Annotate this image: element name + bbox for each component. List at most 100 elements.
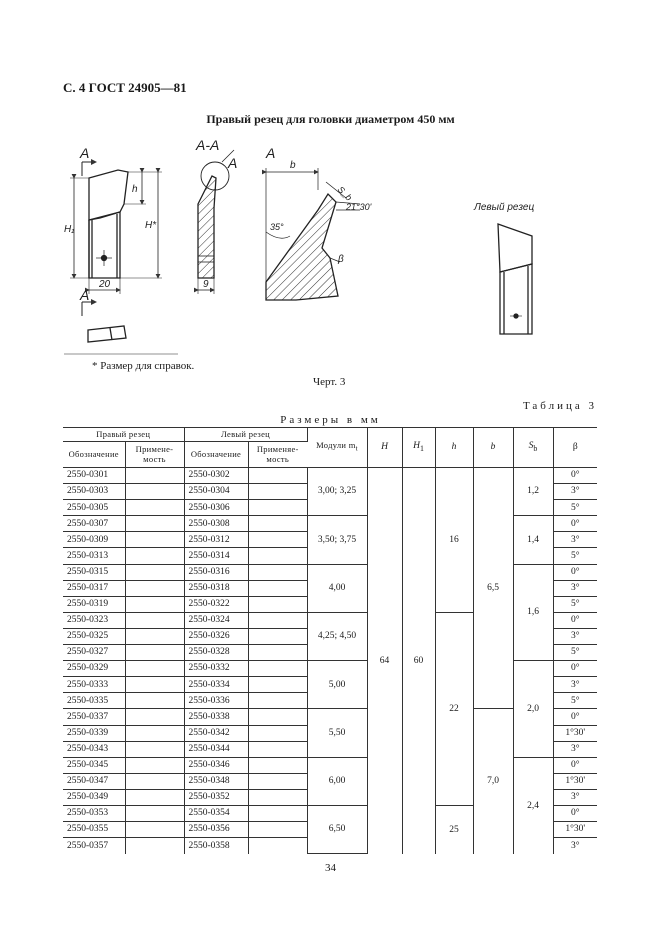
cell-right-applicability: [125, 837, 185, 854]
cell-right-applicability: [125, 805, 185, 823]
header-designation-right: Обозначение: [63, 441, 126, 468]
cell-beta: 3°: [570, 840, 580, 851]
cell-beta: 3°: [553, 789, 598, 806]
cell-right-applicability: [125, 741, 185, 758]
cell-right-designation: 2550-0307: [63, 515, 126, 533]
cell-sb: 1,4: [513, 515, 554, 565]
cell-right-designation: 2550-0345: [63, 757, 126, 774]
cell-left-applicability: [248, 580, 308, 597]
cell-module: 6,50: [307, 805, 368, 855]
cell-right-applicability: [125, 628, 185, 646]
cell-module: 4,00: [307, 564, 368, 613]
header-H1: H1: [402, 427, 436, 468]
header-beta: β: [553, 427, 598, 468]
cell-left-designation: 2550-0348: [184, 773, 249, 790]
cell-left-designation: 2550-0346: [184, 757, 249, 774]
cell-left-applicability: [248, 837, 308, 854]
cell-left-applicability: [248, 676, 308, 694]
header-h: h: [435, 427, 474, 468]
cell-left-designation: 2550-0322: [184, 596, 249, 613]
figure-caption: Черт. 3: [313, 376, 346, 388]
header-applicability-left: Применяе-мость: [248, 441, 308, 468]
label-b: b: [290, 160, 296, 171]
cell-left-applicability: [248, 660, 308, 678]
cell-left-designation: 2550-0342: [184, 725, 249, 742]
cell-b: 7,0: [473, 708, 514, 854]
cell-beta: 0°: [553, 757, 598, 774]
cell-beta: 3°: [553, 676, 598, 694]
cell-right-designation: 2550-0329: [63, 660, 126, 678]
cell-left-designation: 2550-0354: [184, 805, 249, 823]
front-view: [64, 159, 178, 355]
cell-left-designation: 2550-0308: [184, 515, 249, 533]
cell-right-designation: 2550-0349: [63, 789, 126, 806]
label-aa: A-A: [195, 137, 219, 153]
cell-right-designation: 2550-0313: [63, 547, 126, 565]
cell-left-designation: 2550-0352: [184, 789, 249, 806]
cell-right-designation: 2550-0357: [63, 837, 126, 854]
cell-left-applicability: [248, 467, 308, 485]
cell-right-applicability: [125, 789, 185, 806]
cell-right-designation: 2550-0343: [63, 741, 126, 758]
header-left-cutter: Левый резец: [184, 427, 308, 442]
cell-sb: 1,2: [513, 467, 554, 517]
cell-right-applicability: [125, 612, 185, 629]
cell-h: 25: [435, 805, 474, 854]
cell-b: 6,5: [473, 467, 514, 710]
cell-beta: 1°30': [553, 821, 598, 839]
label-h1: H₁: [64, 224, 74, 235]
cell-left-applicability: [248, 547, 308, 565]
cell-beta: 5°: [553, 692, 598, 710]
cell-sb: 2,0: [513, 660, 554, 758]
cell-right-designation: 2550-0353: [63, 805, 126, 823]
cell-left-designation: 2550-0356: [184, 821, 249, 839]
cell-right-designation: 2550-0335: [63, 692, 126, 710]
cell-left-applicability: [248, 725, 308, 742]
cell-right-applicability: [125, 596, 185, 613]
cell-beta: 3°: [553, 741, 598, 758]
cell-right-designation: 2550-0355: [63, 821, 126, 839]
cell-right-designation: 2550-0309: [63, 531, 126, 549]
page-header: С. 4 ГОСТ 24905—81: [63, 80, 187, 95]
cell-H1: 60: [402, 467, 436, 854]
label-section-a-top: A: [79, 145, 89, 161]
cell-left-applicability: [248, 596, 308, 613]
cell-right-designation: 2550-0303: [63, 483, 126, 501]
cell-sb: 2,4: [513, 757, 554, 854]
cell-beta: 5°: [553, 499, 598, 517]
cell-right-applicability: [125, 692, 185, 710]
cell-left-designation: 2550-0334: [184, 676, 249, 694]
cell-beta: 3°: [553, 580, 598, 597]
cell-module: 5,50: [307, 708, 368, 758]
detail-view-a: [262, 168, 361, 301]
cell-left-designation: 2550-0326: [184, 628, 249, 646]
cell-beta: 3°: [553, 628, 598, 646]
cell-right-designation: 2550-0339: [63, 725, 126, 742]
header-applicability-right: Примене-мость: [125, 441, 185, 468]
cell-right-applicability: [125, 660, 185, 678]
figure-title: Правый резец для головки диаметром 450 м…: [206, 112, 455, 126]
cell-module: 3,50; 3,75: [307, 515, 368, 565]
cell-right-applicability: [125, 821, 185, 839]
cell-left-applicability: [248, 483, 308, 501]
section-aa: [194, 149, 235, 294]
cell-left-designation: 2550-0306: [184, 499, 249, 517]
cell-right-applicability: [125, 499, 185, 517]
cell-left-designation: 2550-0328: [184, 644, 249, 662]
cell-left-applicability: [248, 612, 308, 629]
header-b: b: [473, 427, 514, 468]
cell-left-designation: 2550-0316: [184, 564, 249, 581]
cell-right-designation: 2550-0317: [63, 580, 126, 597]
label-detail-a: A: [265, 145, 275, 161]
